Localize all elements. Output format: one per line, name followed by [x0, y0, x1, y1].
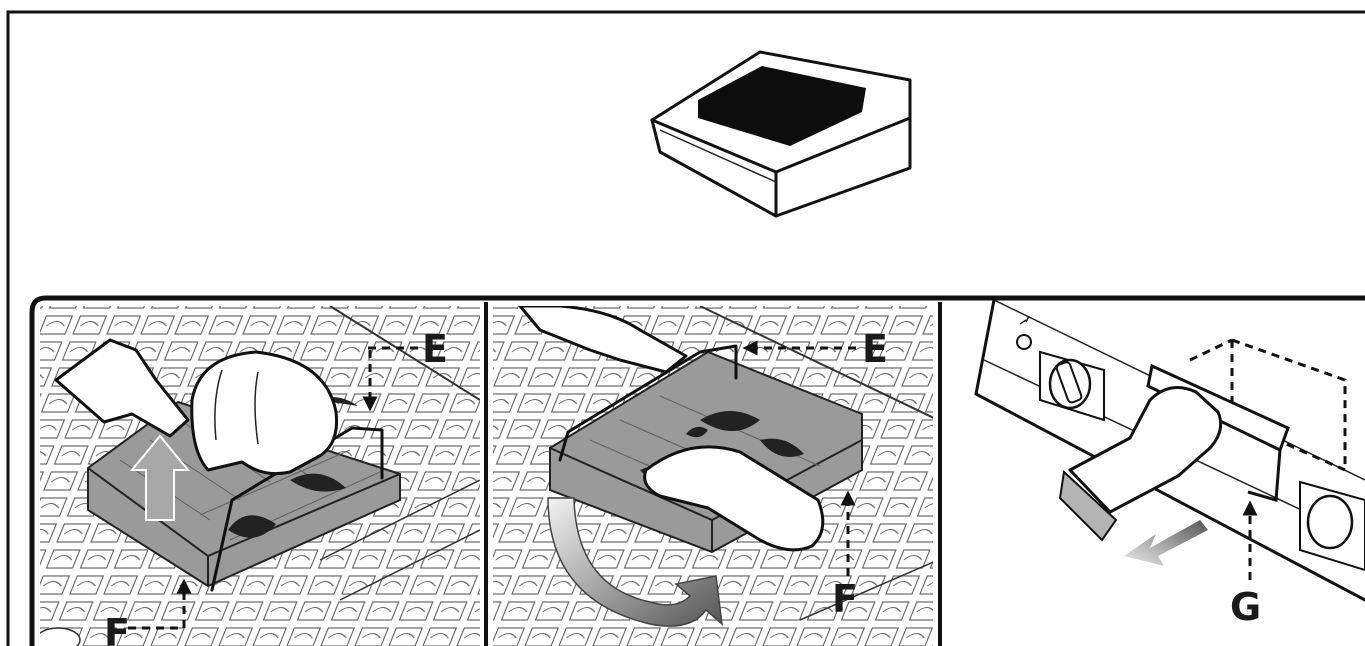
callout-label-f: F	[104, 611, 130, 646]
outer-frame	[6, 10, 1365, 646]
pull-arrow-icon	[1124, 520, 1208, 566]
tray-handle	[210, 426, 384, 592]
drip-tray-outline	[1189, 338, 1347, 472]
lift-arrow-icon	[129, 434, 191, 521]
rotate-arrow-icon	[547, 497, 723, 627]
hand-icon	[54, 338, 339, 476]
steps-frame	[29, 295, 1365, 646]
callout-arrow-f	[128, 578, 192, 630]
tray-handle	[558, 344, 738, 462]
callout-label-g: G	[1230, 585, 1261, 629]
hand-icon	[518, 306, 825, 552]
control-knob-icon	[1299, 480, 1365, 572]
callout-label-e: E	[862, 327, 888, 371]
callout-label-f: F	[832, 577, 858, 621]
step-panel-pull	[974, 300, 1365, 602]
griddle-plate-icon	[650, 50, 912, 218]
power-indicator-icon	[1016, 315, 1032, 350]
hand-icon	[1058, 386, 1223, 542]
step-panel-rotate	[493, 306, 933, 646]
control-knob-icon	[1039, 350, 1105, 422]
callout-label-e: E	[422, 327, 448, 371]
step-panel-lift	[40, 306, 480, 646]
